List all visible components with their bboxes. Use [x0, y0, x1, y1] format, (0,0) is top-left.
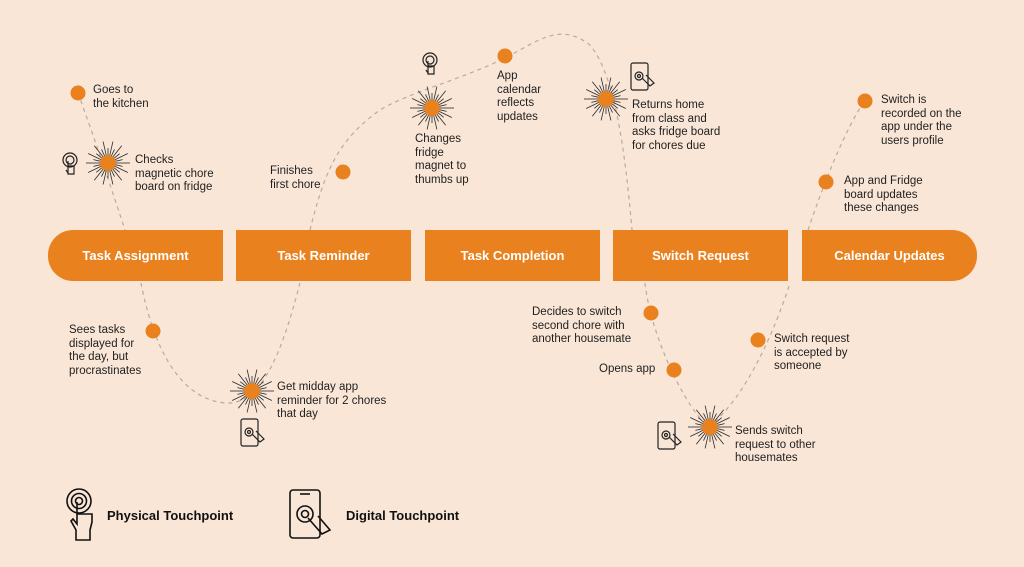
touchpoint-label-checks-chore-board: Checks magnetic chore board on fridge: [135, 154, 214, 193]
stage-task-assignment: Task Assignment: [48, 230, 223, 281]
touchpoint-label-changes-magnet: Changes fridge magnet to thumbs up: [415, 133, 469, 186]
touchpoint-dot: [857, 93, 873, 109]
touchpoint-label-app-calendar: App calendar reflects updates: [497, 70, 542, 123]
touchpoint-burst: [230, 369, 274, 413]
stage-task-reminder: Task Reminder: [236, 230, 411, 281]
digital-touchpoint-icon: [630, 62, 655, 91]
touchpoint-label-returns-home: Returns home from class and asks fridge …: [632, 99, 721, 152]
digital-touchpoint-icon: [240, 418, 265, 447]
touchpoint-dot: [643, 305, 659, 321]
digital-touchpoint-icon: [657, 421, 682, 450]
touchpoint-label-midday-reminder: Get midday app reminder for 2 chores tha…: [277, 381, 387, 420]
stage-calendar-updates: Calendar Updates: [802, 230, 977, 281]
touchpoint-label-goes-to-kitchen: Goes to the kitchen: [93, 84, 149, 110]
touchpoint-dot: [497, 48, 513, 64]
touchpoint-dot: [70, 85, 86, 101]
touchpoint-dot: [750, 332, 766, 348]
touchpoint-dot: [145, 323, 161, 339]
legend-digital-label: Digital Touchpoint: [346, 508, 460, 523]
touchpoint-dot: [244, 383, 260, 399]
touchpoint-burst: [688, 405, 732, 449]
stage-switch-request: Switch Request: [613, 230, 788, 281]
touchpoint-dot: [335, 164, 351, 180]
touchpoint-label-sees-tasks: Sees tasks displayed for the day, but pr…: [69, 324, 142, 377]
touchpoint-dot: [598, 91, 614, 107]
digital-touchpoint-icon: [289, 489, 332, 539]
touchpoint-dot: [666, 362, 682, 378]
touchpoint-dot: [100, 155, 116, 171]
stage-task-completion: Task Completion: [425, 230, 600, 281]
touchpoint-burst: [584, 77, 628, 121]
legend-physical-label: Physical Touchpoint: [107, 508, 234, 523]
touchpoint-burst: [86, 141, 130, 185]
touchpoint-label-sends-switch-request: Sends switch request to other housemates: [735, 425, 816, 464]
touchpoint-dot: [702, 419, 718, 435]
touchpoint-burst: [410, 86, 454, 130]
touchpoint-label-app-fridge-updates: App and Fridge board updates these chang…: [844, 175, 923, 214]
physical-touchpoint-icon: [62, 152, 78, 175]
touchpoint-label-decides-to-switch: Decides to switch second chore with anot…: [532, 306, 632, 345]
touchpoint-label-opens-app: Opens app: [599, 363, 656, 375]
physical-touchpoint-icon: [66, 488, 93, 541]
touchpoint-dot: [424, 100, 440, 116]
touchpoint-label-request-accepted: Switch request is accepted by someone: [774, 333, 850, 372]
touchpoint-label-switch-recorded: Switch is recorded on the app under the …: [881, 94, 962, 147]
touchpoint-dot: [818, 174, 834, 190]
touchpoint-label-finishes-first-chore: Finishes first chore: [270, 165, 321, 191]
physical-touchpoint-icon: [422, 52, 438, 75]
